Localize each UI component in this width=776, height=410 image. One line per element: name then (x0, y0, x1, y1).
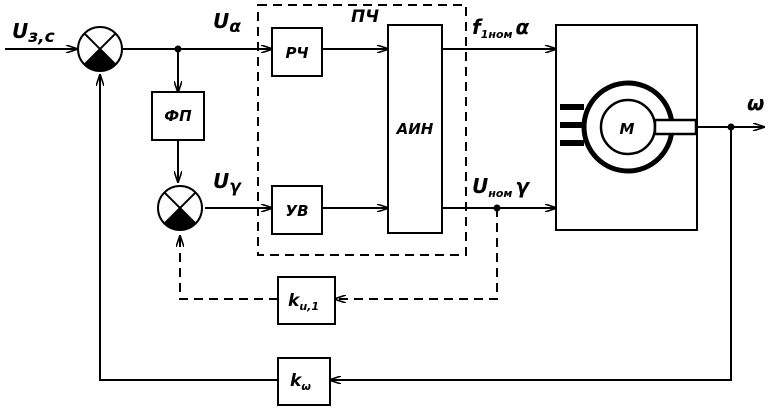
block-kw: kω (277, 357, 331, 406)
block-ain: АИН (387, 24, 443, 234)
pch-label: ПЧ (351, 7, 379, 27)
block-ku: ku,1 (277, 276, 336, 325)
junction-dot (174, 45, 182, 53)
junction-dot (493, 204, 501, 212)
summing-junction-voltage (157, 185, 203, 231)
block-rch-label: РЧ (285, 44, 308, 62)
block-fp-label: ФП (164, 107, 192, 125)
block-fp: ФП (151, 91, 205, 141)
motor-label: М (620, 120, 635, 138)
block-uv-label: УВ (286, 202, 309, 220)
u-gamma-label: Uγ (213, 169, 242, 197)
motor-block: М (555, 24, 698, 231)
block-kw-sub: ω (301, 380, 311, 393)
motor-shaft (653, 118, 698, 136)
u-alpha-label: Uα (213, 9, 241, 37)
block-ain-label: АИН (396, 120, 434, 138)
summing-junction-speed (77, 26, 123, 72)
input-label: Uз,с (12, 19, 55, 47)
block-ku-sub: u,1 (299, 300, 319, 313)
block-rch: РЧ (271, 27, 323, 77)
voltage-feedback-path (180, 208, 498, 299)
junction-dot (727, 123, 735, 131)
block-kw-k: k (290, 371, 303, 391)
block-uv: УВ (271, 185, 323, 235)
omega-label: ω (747, 91, 764, 115)
svg-text:kω: kω (290, 371, 311, 393)
block-ku-k: k (288, 291, 301, 311)
svg-text:ku,1: ku,1 (288, 291, 319, 313)
frequency-converter-boundary (257, 4, 467, 256)
